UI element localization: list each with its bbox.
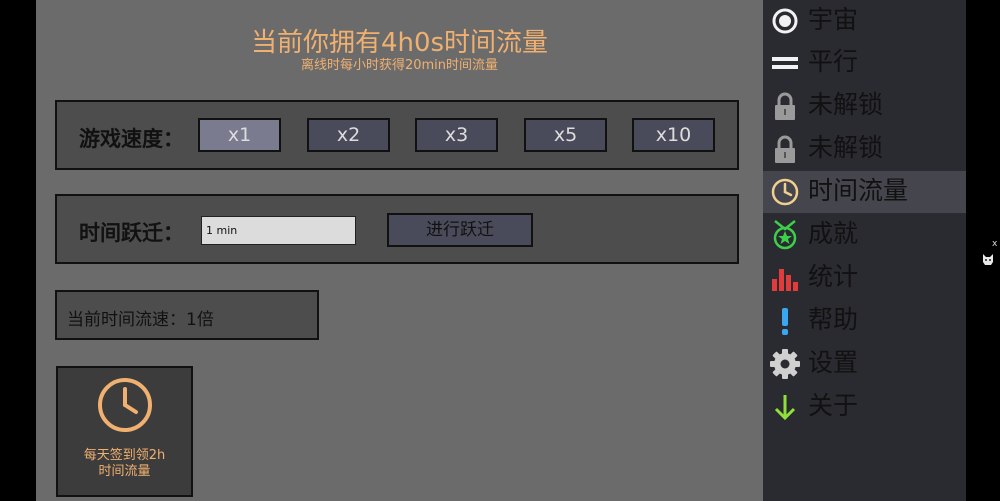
time-rate-text: 当前时间流速：1倍 [67, 310, 214, 330]
main-panel: 当前你拥有4h0s时间流量 离线时每小时获得20min时间流量 游戏速度： x1… [36, 0, 763, 501]
sidebar-item-label: 关于 [808, 391, 859, 420]
sidebar: 宇宙 平行 未解锁 未解锁 时间流量 [763, 0, 966, 501]
time-flow-title: 当前你拥有4h0s时间流量 [250, 28, 549, 58]
sidebar-item-label: 成就 [808, 219, 859, 248]
medal-star-icon [773, 220, 797, 250]
sidebar-item-achievements[interactable]: 成就 [763, 214, 966, 256]
time-jump-label: 时间跃迁： [79, 221, 184, 245]
sidebar-item-universe[interactable]: 宇宙 [763, 0, 966, 42]
sidebar-item-parallel[interactable]: 平行 [763, 42, 966, 84]
sidebar-item-label: 宇宙 [808, 5, 859, 34]
sidebar-item-label: 设置 [808, 348, 859, 377]
speed-x5-button[interactable]: x5 [524, 118, 607, 152]
sidebar-item-label: 时间流量 [808, 176, 909, 205]
daily-checkin-line2: 时间流量 [98, 464, 151, 479]
arrow-down-icon [774, 395, 796, 421]
cat-mascot-icon[interactable] [982, 253, 994, 267]
speed-x10-button[interactable]: x10 [632, 118, 715, 152]
close-button[interactable]: x [992, 239, 998, 249]
bar-chart-icon [772, 269, 798, 291]
sidebar-item-about[interactable]: 关于 [763, 386, 966, 428]
sidebar-item-label: 帮助 [808, 305, 859, 334]
game-speed-label: 游戏速度： [79, 127, 184, 151]
sidebar-item-label: 未解锁 [808, 90, 884, 119]
clock-icon [98, 378, 152, 432]
perform-jump-button[interactable]: 进行跃迁 [387, 213, 533, 247]
sidebar-item-statistics[interactable]: 统计 [763, 257, 966, 299]
time-jump-input[interactable] [201, 216, 356, 245]
sidebar-item-help[interactable]: 帮助 [763, 300, 966, 342]
equals-icon [772, 57, 798, 69]
sidebar-item-label: 未解锁 [808, 133, 884, 162]
daily-checkin-text: 每天签到领2h 时间流量 [58, 448, 191, 480]
sidebar-item-time-flow[interactable]: 时间流量 [763, 171, 966, 213]
sidebar-item-label: 统计 [808, 262, 859, 291]
lock-icon [775, 135, 795, 163]
time-jump-panel: 时间跃迁： 进行跃迁 [55, 194, 739, 264]
sidebar-item-settings[interactable]: 设置 [763, 343, 966, 385]
lock-icon [775, 92, 795, 120]
gear-icon [770, 349, 800, 379]
speed-x3-button[interactable]: x3 [415, 118, 498, 152]
time-rate-panel: 当前时间流速：1倍 [55, 290, 319, 340]
sidebar-item-locked-1[interactable]: 未解锁 [763, 85, 966, 127]
offline-gain-subtitle: 离线时每小时获得20min时间流量 [300, 58, 499, 73]
daily-checkin-button[interactable]: 每天签到领2h 时间流量 [56, 366, 193, 497]
clock-icon [771, 178, 799, 206]
game-speed-panel: 游戏速度： x1 x2 x3 x5 x10 [55, 100, 739, 170]
speed-x1-button[interactable]: x1 [198, 118, 281, 152]
daily-checkin-line1: 每天签到领2h [83, 448, 166, 463]
sidebar-item-label: 平行 [808, 47, 859, 76]
radio-circle-icon [772, 8, 798, 34]
sidebar-item-locked-2[interactable]: 未解锁 [763, 128, 966, 170]
speed-x2-button[interactable]: x2 [307, 118, 390, 152]
exclamation-icon [782, 308, 788, 335]
